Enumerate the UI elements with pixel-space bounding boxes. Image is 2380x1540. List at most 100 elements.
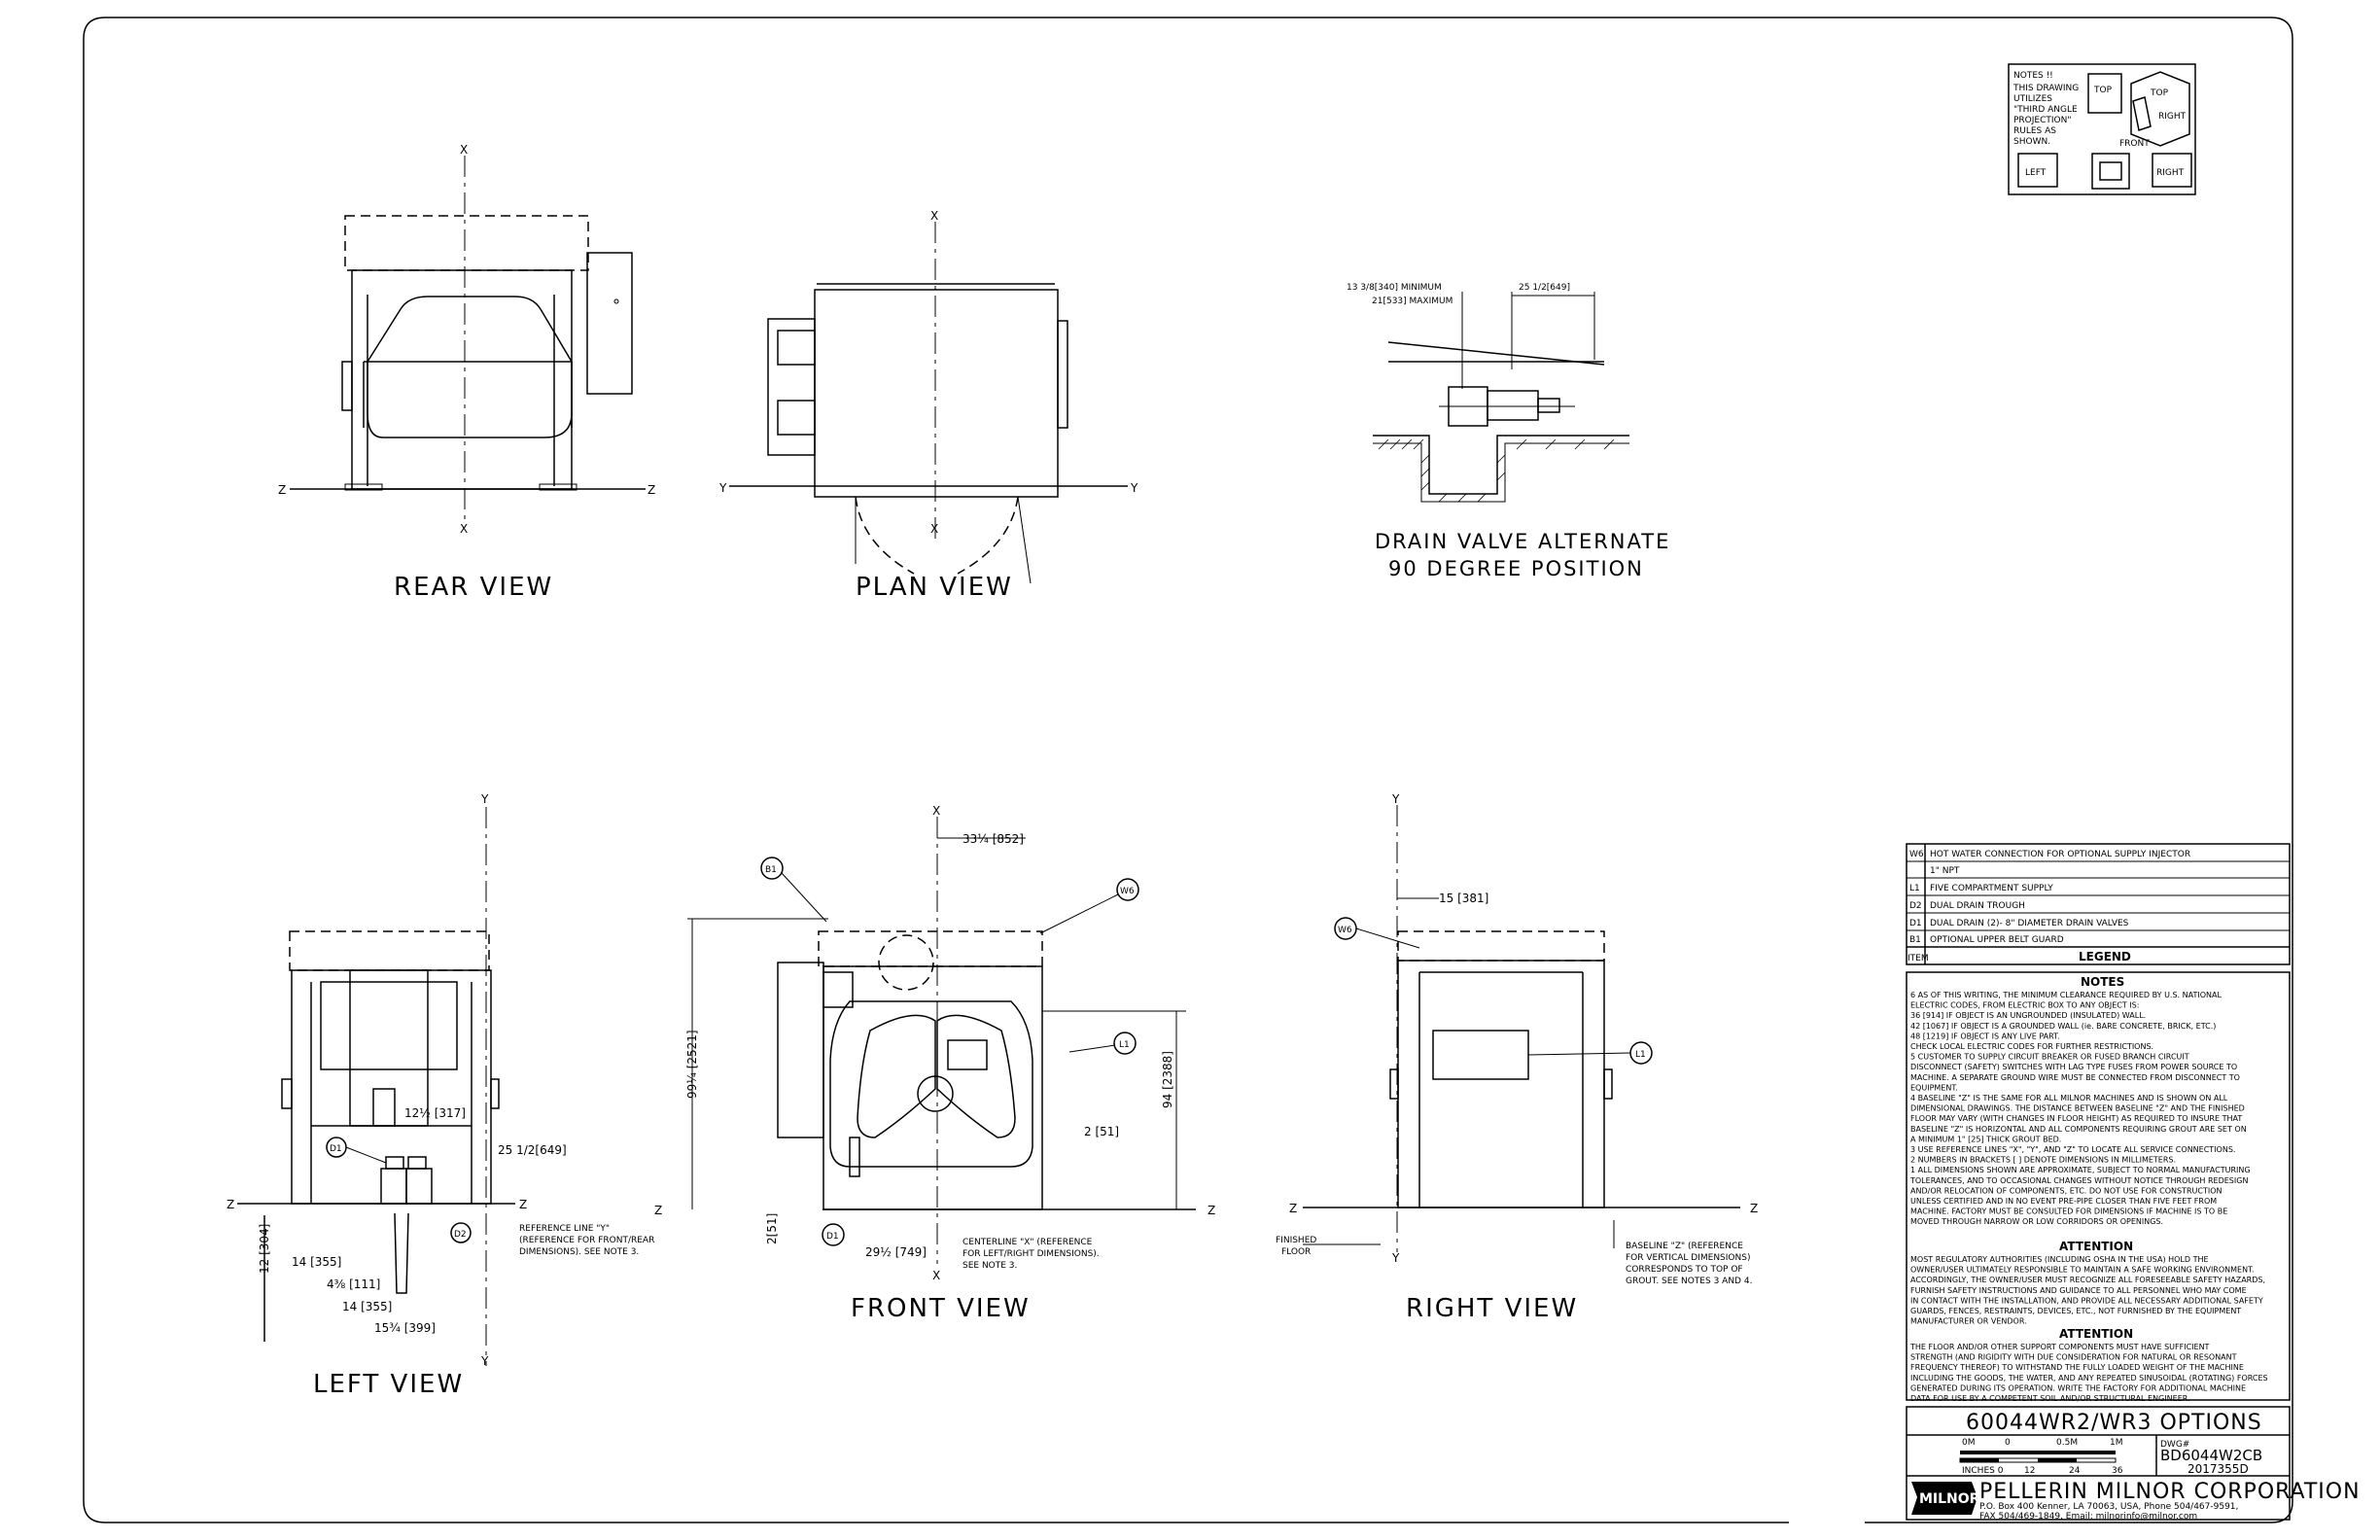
right-floor-2: FLOOR [1281,1247,1311,1257]
left-y-top: Y [480,792,489,806]
attention2-line: THE FLOOR AND/OR OTHER SUPPORT COMPONENT… [1909,1343,2210,1351]
sheet-border [83,17,2293,1523]
milnor-logo: MILNOR [1911,1482,1980,1515]
notes-line: 5 CUSTOMER TO SUPPLY CIRCUIT BREAKER OR … [1910,1053,2189,1062]
rear-x-top: X [460,143,468,157]
front-z-left: Z [654,1204,662,1217]
front-dim-side: 2 [51] [1084,1125,1119,1138]
scale-bottom-1: 12 [2024,1466,2035,1476]
rear-z-left: Z [278,483,286,497]
right-w6-callout: W6 [1338,926,1352,935]
notes-line: DISCONNECT (SAFETY) SWITCHES WITH LAG TY… [1910,1063,2237,1071]
right-y-bottom: Y [1391,1251,1400,1265]
front-dim-bottom: 29½ [749] [865,1245,927,1259]
right-note-2: FOR VERTICAL DIMENSIONS) [1626,1253,1750,1263]
left-note-3: DIMENSIONS). SEE NOTE 3. [519,1247,639,1257]
proj-front: FRONT [2119,139,2150,149]
right-y-top: Y [1391,792,1400,806]
notes-line: MOVED THROUGH NARROW OR LOW CORRIDORS OR… [1910,1217,2163,1226]
front-w6-callout: W6 [1120,887,1135,896]
drain-valve-detail: 13 3/8[340] MINIMUM 21[533] MAXIMUM 25 1… [1347,283,1670,580]
left-dim-7: 15¾ [399] [374,1321,436,1335]
right-view: W6 L1 Y Y Z Z 15 [381] FINISHED FLOOR BA… [1276,792,1758,1323]
front-dim-height-left: 99¼ [2521] [685,1030,699,1099]
rear-view-label: REAR VIEW [394,573,553,602]
attention1-line: IN CONTACT WITH THE INSTALLATION, AND PR… [1910,1296,2263,1305]
right-dim-top: 15 [381] [1439,892,1488,905]
plan-y-right: Y [1130,481,1138,495]
front-x-top: X [932,804,940,818]
notes-line: 3 USE REFERENCE LINES "X", "Y", AND "Z" … [1910,1145,2235,1154]
legend-title: LEGEND [2079,950,2131,963]
legend-desc-1: 1" NPT [1930,866,1960,876]
notes-line: MACHINE. FACTORY MUST BE CONSULTED FOR D… [1910,1208,2227,1216]
notes-line: 36 [914] IF OBJECT IS AN UNGROUNDED (INS… [1910,1011,2146,1020]
left-d1-callout: D1 [330,1144,342,1154]
drain-dim-min: 13 3/8[340] MINIMUM [1347,283,1442,293]
notes-block: NOTES 6 AS OF THIS WRITING, THE MINIMUM … [1906,971,2291,1403]
proj-line-5: PROJECTION" [2013,116,2072,125]
attention2-line: INCLUDING THE GOODS, THE WATER, AND ANY … [1910,1374,2268,1382]
attention1-line: FURNISH SAFETY INSTRUCTIONS AND GUIDANCE… [1910,1286,2247,1295]
front-note-2: FOR LEFT/RIGHT DIMENSIONS). [962,1249,1100,1259]
scale-top-0: 0M [1962,1438,1976,1448]
plan-x-bottom: X [930,522,938,536]
notes-line: EQUIPMENT. [1910,1083,1958,1092]
right-l1-callout: L1 [1635,1050,1646,1060]
front-dim-bottom-left: 2[51] [765,1213,779,1244]
left-dim-6: 14 [355] [342,1300,392,1313]
attention1-line: ACCORDINGLY, THE OWNER/USER MUST RECOGNI… [1910,1276,2265,1284]
left-d2-callout: D2 [454,1230,467,1240]
right-z-right: Z [1750,1202,1758,1215]
scale-top-2: 0.5M [2056,1438,2078,1448]
left-dim-4: 14 [355] [292,1255,341,1269]
notes-line: UNLESS CERTIFIED AND IN NO EVENT PRE-PIP… [1910,1197,2217,1206]
proj-right-2: RIGHT [2156,168,2185,178]
company-address-1: P.O. Box 400 Kenner, LA 70063, USA, Phon… [1979,1502,2238,1512]
projection-note: NOTES !! THIS DRAWING UTILIZES "THIRD AN… [2008,63,2196,195]
notes-title: NOTES [2081,975,2124,989]
plan-x-top: X [930,209,938,223]
attention2-line: DATA FOR USE BY A COMPETENT SOIL AND/OR … [1910,1394,2190,1403]
legend-desc-4: DUAL DRAIN (2)- 8" DIAMETER DRAIN VALVES [1930,919,2129,928]
scale-bottom-2: 24 [2069,1466,2081,1476]
dwg-sub: 2017355D [2188,1462,2249,1476]
notes-line: TOLERANCES, AND TO OCCASIONAL CHANGES WI… [1909,1176,2248,1185]
left-y-bottom: Y [480,1354,489,1368]
attention1-line: GUARDS, FENCES, RESTRAINTS, DEVICES, ETC… [1910,1307,2241,1315]
front-note-3: SEE NOTE 3. [962,1261,1017,1271]
attention2-line: STRENGTH (AND RIGIDITY WITH DUE CONSIDER… [1910,1353,2237,1362]
legend-item-3: D2 [1909,901,1922,911]
drain-label-1: DRAIN VALVE ALTERNATE [1375,530,1670,553]
left-dim-1: 12½ [317] [404,1106,466,1120]
legend-table: W6 HOT WATER CONNECTION FOR OPTIONAL SUP… [1906,843,2291,965]
front-dim-height-right: 94 [2388] [1161,1051,1174,1108]
attention2-title: ATTENTION [2059,1327,2133,1341]
notes-line: 6 AS OF THIS WRITING, THE MINIMUM CLEARA… [1910,991,2222,999]
legend-item-header: ITEM [1908,954,1929,963]
left-dim-3: 12 [304] [258,1224,271,1274]
left-note-1: REFERENCE LINE "Y" [519,1224,610,1234]
drain-dim-right: 25 1/2[649] [1519,283,1570,293]
notes-line: CHECK LOCAL ELECTRIC CODES FOR FURTHER R… [1910,1042,2153,1051]
dwg-number: BD6044W2CB [2160,1447,2262,1464]
plan-y-left: Y [718,481,727,495]
left-dim-5: 4⅜ [111] [327,1278,380,1291]
scale-top-1: 0 [2005,1438,2011,1448]
left-view: D1 D2 Y Y Z Z 12½ [317] 25 1/2[649] 12 [… [227,792,654,1399]
front-z-right: Z [1208,1204,1215,1217]
right-note-1: BASELINE "Z" (REFERENCE [1626,1242,1743,1251]
attention2-line: FREQUENCY THEREOF) TO WITHSTAND THE FULL… [1910,1363,2244,1372]
title-text: 60044WR2/WR3 OPTIONS [1966,1411,2262,1435]
proj-line-1: NOTES !! [2013,71,2053,81]
legend-desc-5: OPTIONAL UPPER BELT GUARD [1930,935,2064,945]
front-b1-callout: B1 [765,865,777,875]
front-note-1: CENTERLINE "X" (REFERENCE [962,1238,1093,1247]
attention2-line: GENERATED DURING ITS OPERATION. WRITE TH… [1910,1383,2246,1392]
front-dim-top: 33¼ [852] [962,832,1024,846]
left-dim-2: 25 1/2[649] [498,1143,567,1157]
scale-bottom-0: INCHES 0 [1962,1466,2004,1476]
left-view-label: LEFT VIEW [313,1370,464,1399]
proj-right-1: RIGHT [2158,112,2187,122]
